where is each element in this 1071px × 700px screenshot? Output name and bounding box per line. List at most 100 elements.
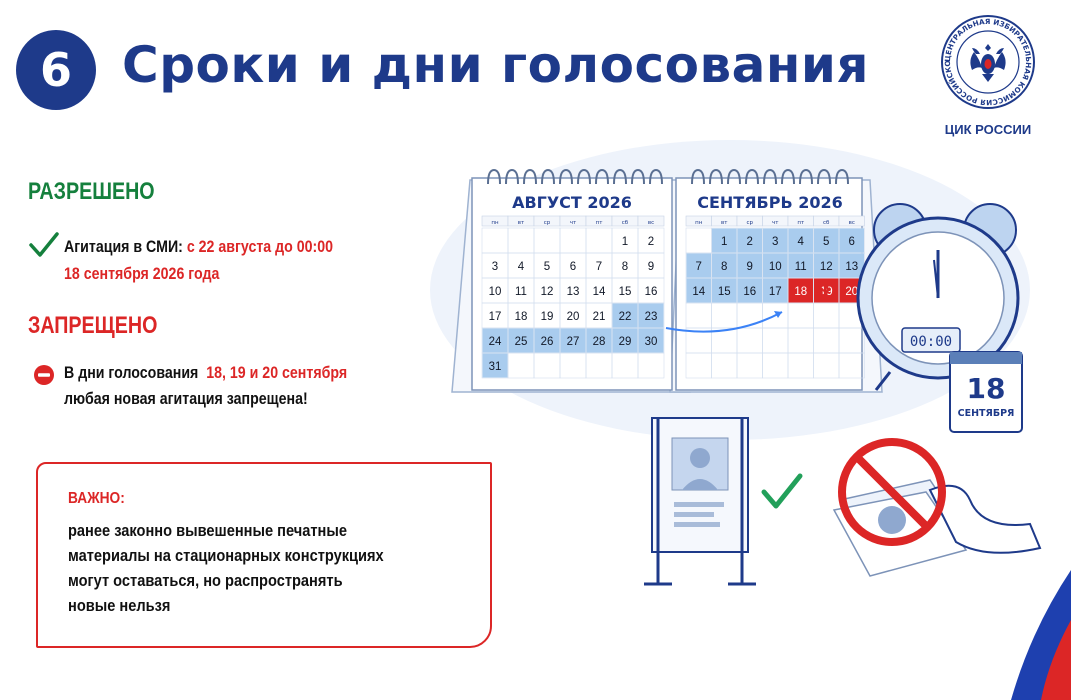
weekday-label: чт — [570, 220, 577, 226]
calendar-day-number: 29 — [619, 336, 632, 348]
calendar-day-number: 27 — [567, 336, 580, 348]
voting-day-number: 18 — [794, 286, 807, 298]
no-entry-icon — [34, 365, 54, 385]
highlight-cell — [534, 328, 560, 353]
voting-day-cell — [788, 278, 813, 303]
leaflets-hand — [832, 479, 1042, 577]
calendar-day-number: 22 — [619, 311, 632, 323]
voting-day-number: 20 — [845, 286, 858, 298]
calendar-day-number: 3 — [772, 236, 778, 248]
weekday-label: сб — [622, 220, 629, 226]
highlight-cell — [737, 278, 762, 303]
highlight-cell — [686, 278, 711, 303]
no-leaflets-icon — [838, 438, 946, 546]
highlight-cell — [612, 328, 638, 353]
important-box — [36, 462, 492, 648]
tear-off-calendar: 18 СЕНТЯБРЯ — [949, 351, 1023, 433]
weekday-label: чт — [772, 220, 779, 226]
important-line: новые нельзя — [68, 596, 171, 615]
calendar-day-number: 7 — [696, 261, 702, 273]
important-line: ранее законно вывешенные печатные — [68, 521, 348, 540]
calendar-day-number: 23 — [645, 311, 658, 323]
calendar-day-number: 25 — [515, 336, 528, 348]
forbidden-heading: ЗАПРЕЩЕНО — [28, 312, 158, 339]
tear-calendar-month: СЕНТЯБРЯ — [958, 408, 1015, 419]
calendar-day-number: 4 — [518, 261, 525, 273]
calendar-day-number: 15 — [718, 286, 731, 298]
highlight-cell — [638, 328, 664, 353]
allowed-media-agitation: Агитация в СМИ: с 22 августа до 00:00 18… — [64, 234, 442, 288]
weekday-label: вс — [849, 220, 855, 226]
important-label: ВАЖНО: — [68, 490, 125, 507]
calendar-day-number: 17 — [489, 311, 502, 323]
calendar-day-number: 14 — [593, 286, 606, 298]
page-title: Сроки и дни голосования — [122, 36, 870, 94]
calendar-day-number: 2 — [648, 236, 654, 248]
calendar-day-number: 1 — [622, 236, 628, 248]
calendar-day-number: 28 — [593, 336, 606, 348]
calendar-day-number: 16 — [743, 286, 756, 298]
calendar-day-number: 11 — [795, 261, 807, 273]
calendar-day-number: 31 — [489, 361, 502, 373]
weekday-label: пт — [596, 220, 604, 226]
weekday-label: пн — [695, 220, 703, 226]
calendar-day-number: 30 — [645, 336, 658, 348]
calendar-day-number: 13 — [845, 261, 858, 273]
weekday-label: пн — [491, 220, 499, 226]
highlight-cell — [712, 228, 737, 253]
highlight-cell — [508, 328, 534, 353]
highlight-cell — [814, 253, 839, 278]
highlight-cell — [763, 253, 788, 278]
highlight-cell — [586, 328, 612, 353]
weekday-label: пт — [797, 220, 805, 226]
highlight-cell — [839, 253, 864, 278]
calendar-day-number: 10 — [769, 261, 782, 273]
highlight-cell — [737, 253, 762, 278]
calendar-day-number: 15 — [619, 286, 632, 298]
forbidden-days: 18, 19 и 20 сентября — [206, 364, 348, 382]
highlight-cell — [814, 228, 839, 253]
tear-calendar-day: 18 — [967, 372, 1006, 405]
prohibition-icon — [817, 284, 829, 296]
highlight-cell — [839, 228, 864, 253]
section-number-badge: 6 — [16, 30, 96, 110]
calendar-day-number: 16 — [645, 286, 658, 298]
calendar-day-number: 13 — [567, 286, 580, 298]
calendar-day-number: 5 — [823, 236, 829, 248]
calendar-day-number: 3 — [492, 261, 498, 273]
important-line: материалы на стационарных конструкциях — [68, 546, 384, 565]
calendar-day-number: 9 — [747, 261, 753, 273]
calendar-day-number: 9 — [648, 261, 654, 273]
weekday-label: вс — [648, 220, 654, 226]
forbidden-line2: любая новая агитация запрещена! — [64, 390, 308, 408]
highlight-cell — [763, 228, 788, 253]
calendar-day-number: 1 — [721, 236, 727, 248]
calendar-day-number: 10 — [489, 286, 502, 298]
allowed-label: Агитация в СМИ: — [64, 238, 183, 256]
weekday-label: ср — [746, 220, 753, 226]
poster-allowed-check-icon — [761, 473, 803, 509]
calendar-day-number: 17 — [769, 286, 782, 298]
highlight-cell — [482, 353, 508, 378]
important-line: могут оставаться, но распространять — [68, 571, 343, 590]
calendar-day-number: 21 — [593, 311, 606, 323]
weekday-label: сб — [823, 220, 830, 226]
poster-stand — [644, 417, 756, 586]
allowed-range-line1: с 22 августа до 00:00 — [186, 238, 334, 256]
highlight-cell — [612, 303, 638, 328]
cik-emblem-icon: ЦЕНТРАЛЬНАЯ ИЗБИРАТЕЛЬНАЯ КОМИССИЯ РОССИ… — [940, 14, 1035, 109]
forbidden-prefix: В дни голосования — [64, 364, 199, 382]
calendar-august-title: АВГУСТ 2026 — [512, 193, 632, 212]
calendar-day-number: 12 — [541, 286, 554, 298]
flag-swoosh — [1011, 570, 1071, 700]
calendar-day-number: 14 — [692, 286, 705, 298]
allowed-heading: РАЗРЕШЕНО — [28, 178, 155, 205]
highlight-cell — [788, 253, 813, 278]
calendar-day-number: 20 — [567, 311, 580, 323]
calendar-september-title: СЕНТЯБРЬ 2026 — [697, 193, 843, 212]
calendar-day-number: 26 — [541, 336, 554, 348]
clock-display: 00:00 — [910, 334, 952, 350]
